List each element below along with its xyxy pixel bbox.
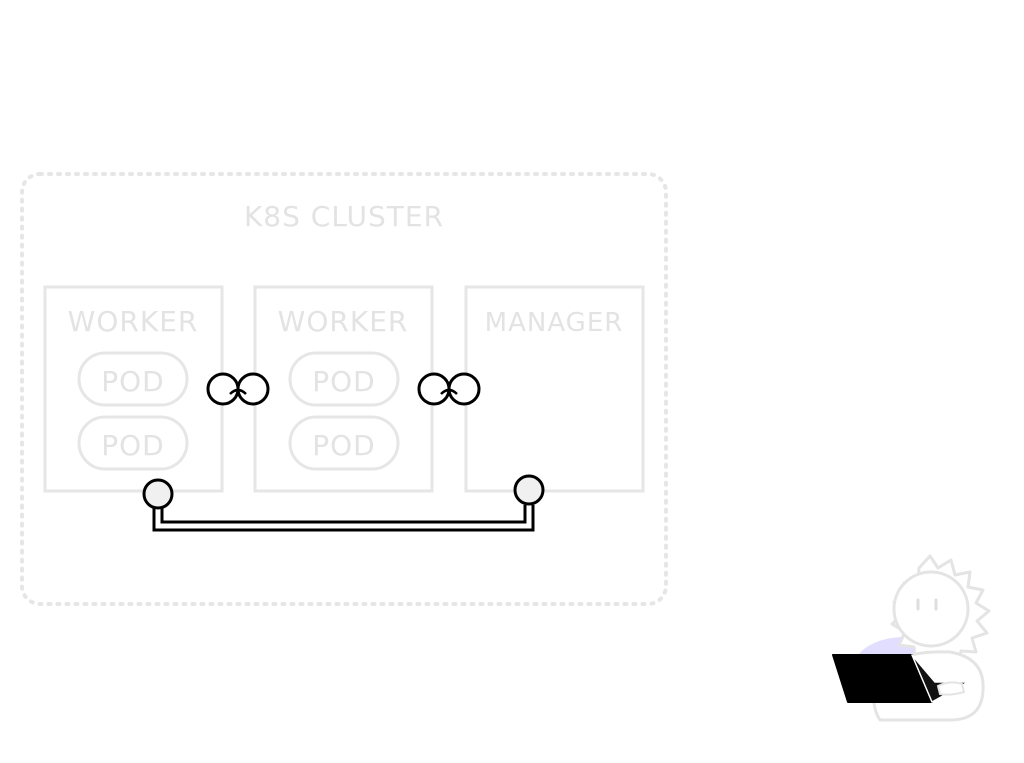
pod-label: POD — [312, 429, 375, 462]
character-hand — [936, 681, 966, 696]
link-icon — [417, 372, 481, 406]
pod-label: POD — [101, 429, 164, 462]
pod: POD — [288, 415, 400, 471]
character-head — [892, 570, 970, 648]
pipe-connector — [142, 474, 545, 532]
worker-node-2: WORKER POD POD — [253, 285, 434, 493]
pod: POD — [77, 415, 189, 471]
pipe-core — [155, 505, 532, 529]
pod: POD — [288, 351, 400, 407]
node-label: MANAGER — [485, 308, 624, 338]
manager-node: MANAGER — [464, 285, 645, 493]
node-label: WORKER — [68, 305, 199, 338]
pod-shape — [288, 351, 400, 407]
pipe-endpoint — [513, 474, 545, 506]
cluster-title: K8S CLUSTER — [244, 200, 444, 233]
pipe-endpoint — [142, 478, 174, 510]
pod-shape — [77, 351, 189, 407]
pod: POD — [77, 351, 189, 407]
pod-shape — [288, 415, 400, 471]
person-with-laptop-illustration — [832, 554, 991, 722]
link-icon — [206, 372, 270, 406]
pod-label: POD — [101, 365, 164, 398]
pipe-outline — [152, 505, 535, 532]
cluster-boundary — [20, 172, 668, 606]
pod-shape — [77, 415, 189, 471]
node-label: WORKER — [278, 305, 409, 338]
pod-label: POD — [312, 365, 375, 398]
worker-node-1: WORKER POD POD — [43, 285, 224, 493]
